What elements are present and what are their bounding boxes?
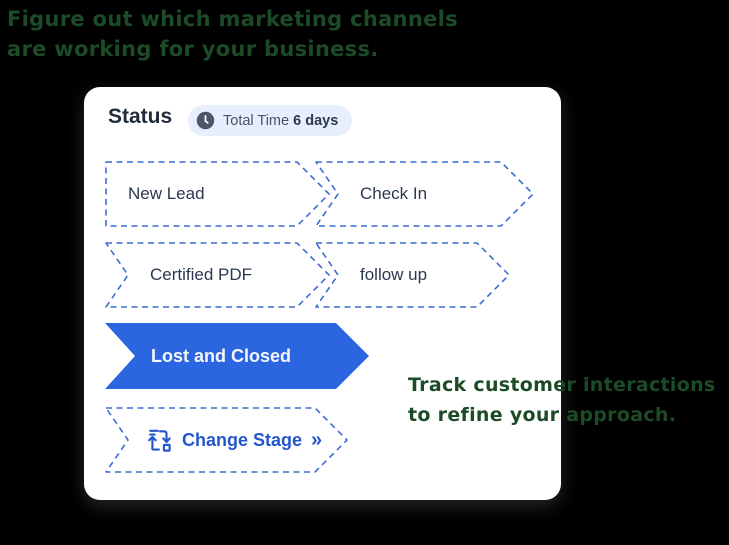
total-time-value: 6 days	[293, 112, 339, 129]
total-time-text: Total Time 6 days	[223, 113, 338, 129]
stage-new-lead[interactable]: New Lead	[105, 161, 330, 227]
total-time-label: Total Time	[223, 112, 290, 129]
card-title: Status	[108, 105, 173, 128]
change-stage-button[interactable]: Change Stage »	[105, 407, 348, 473]
stage-certified-pdf[interactable]: Certified PDF	[105, 242, 330, 308]
stage-label: Check In	[360, 184, 428, 203]
double-chevron-icon: »	[311, 428, 322, 451]
stage-lost-and-closed[interactable]: Lost and Closed	[105, 323, 369, 389]
stage-label: follow up	[360, 265, 428, 284]
clock-icon	[195, 110, 216, 131]
annotation-right: Track customer interactions to refine yo…	[408, 370, 716, 430]
status-card: Status Total Time 6 days New Lead Check …	[84, 87, 561, 500]
annotation-top-line2: are working for your business.	[7, 37, 379, 61]
stage-follow-up[interactable]: follow up	[315, 242, 510, 308]
annotation-right-line1: Track customer interactions	[408, 374, 716, 396]
change-stage-label: Change Stage	[182, 429, 303, 450]
stage-label: New Lead	[128, 184, 205, 203]
total-time-badge: Total Time 6 days	[188, 105, 353, 136]
annotation-top: Figure out which marketing channels are …	[7, 4, 458, 64]
stage-check-in[interactable]: Check In	[315, 161, 534, 227]
stage-label: Lost and Closed	[151, 345, 292, 366]
stage-label: Certified PDF	[150, 265, 253, 284]
annotation-top-line1: Figure out which marketing channels	[7, 7, 458, 31]
annotation-right-line2: to refine your approach.	[408, 404, 677, 426]
change-stage-icon	[147, 427, 173, 453]
